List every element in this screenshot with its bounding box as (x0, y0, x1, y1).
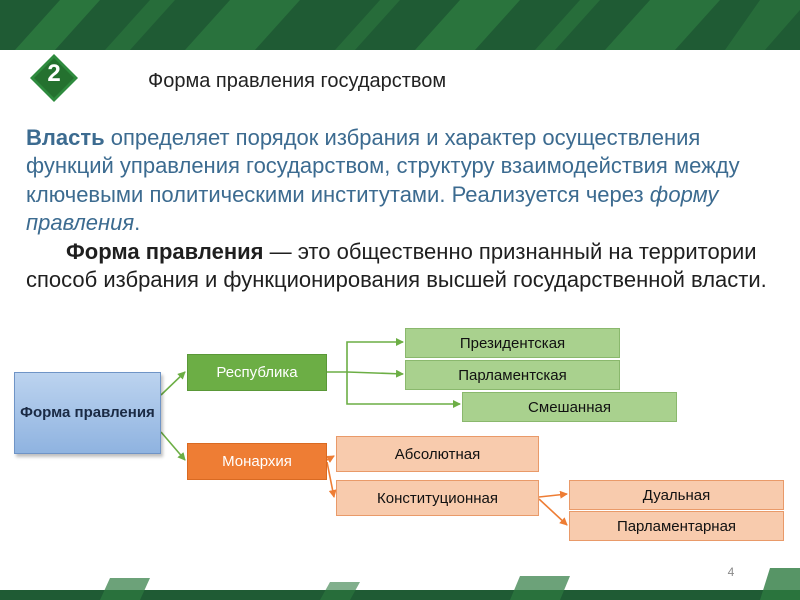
arrow-constitutional-dual (538, 490, 568, 499)
body-paragraph: Власть определяет порядок избрания и хар… (26, 124, 776, 294)
arrow-republic-presidential (327, 338, 404, 373)
arrow-monarchy-constitutional (326, 461, 337, 498)
node-absolute: Абсолютная (336, 436, 539, 472)
term-power: Власть (26, 125, 105, 150)
node-parliamentary: Парламентская (405, 360, 620, 390)
node-republic: Республика (187, 354, 327, 391)
node-mixed: Смешанная (462, 392, 677, 422)
paragraph-italic-term: форму правления (26, 181, 719, 236)
section-badge (30, 54, 78, 102)
node-monarchy: Монархия (187, 443, 327, 480)
paragraph-text-2: — это общественно признанный на территор… (26, 238, 767, 293)
arrow-republic-parliamentary (346, 369, 404, 378)
node-parliamentary-monarchy: Парламентарная (569, 511, 784, 541)
paragraph-text-1: определяет порядок избрания и характер о… (26, 125, 740, 207)
page-number: 4 (727, 565, 735, 579)
term-form-of-government: Форма правления (66, 238, 264, 264)
slide-title: Форма правления государством (148, 70, 447, 92)
paragraph-period: . (134, 210, 141, 236)
top-banner (0, 0, 800, 50)
node-dual: Дуальная (569, 480, 784, 510)
node-presidential: Президентская (405, 328, 620, 358)
section-number: 2 (47, 60, 61, 87)
arrow-root-republic (160, 371, 186, 396)
arrow-monarchy-absolute (325, 455, 335, 463)
node-constitutional: Конституционная (336, 480, 539, 516)
arrow-constitutional-parliamentary (538, 498, 568, 526)
root-node-form-of-government: Форма правления (14, 372, 161, 454)
arrow-root-monarchy (160, 431, 186, 461)
bottom-banner (0, 560, 800, 600)
